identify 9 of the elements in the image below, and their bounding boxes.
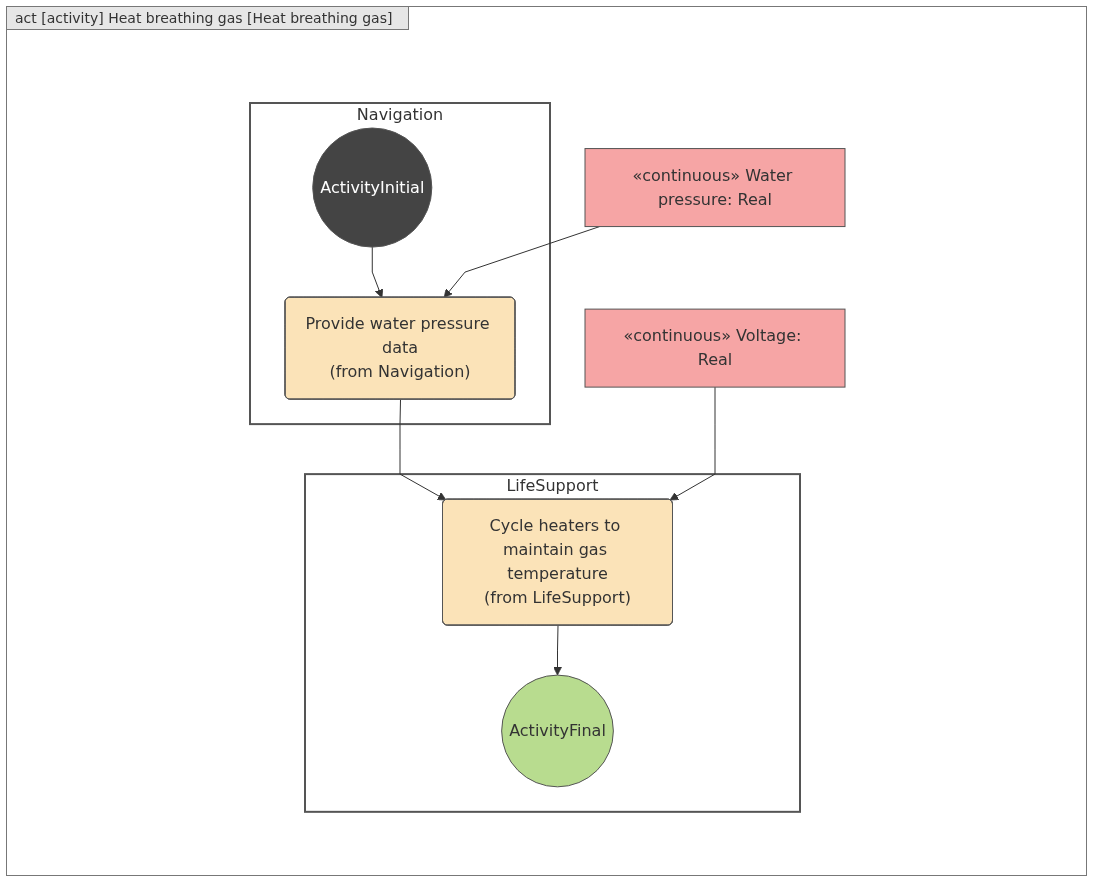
node-circle: ActivityFinal [500,674,614,787]
arrow [371,246,383,298]
arrow [552,624,562,676]
arrow [669,386,715,500]
frame-title: act [activity] Heat breathing gas [Heat breathing gas] [7,7,410,30]
node-box: «continuous» Water pressure: Real [584,147,845,227]
arrow [443,225,600,298]
node-circle: ActivityInitial [311,127,432,248]
node-box: «continuous» Voltage: Real [584,308,845,388]
